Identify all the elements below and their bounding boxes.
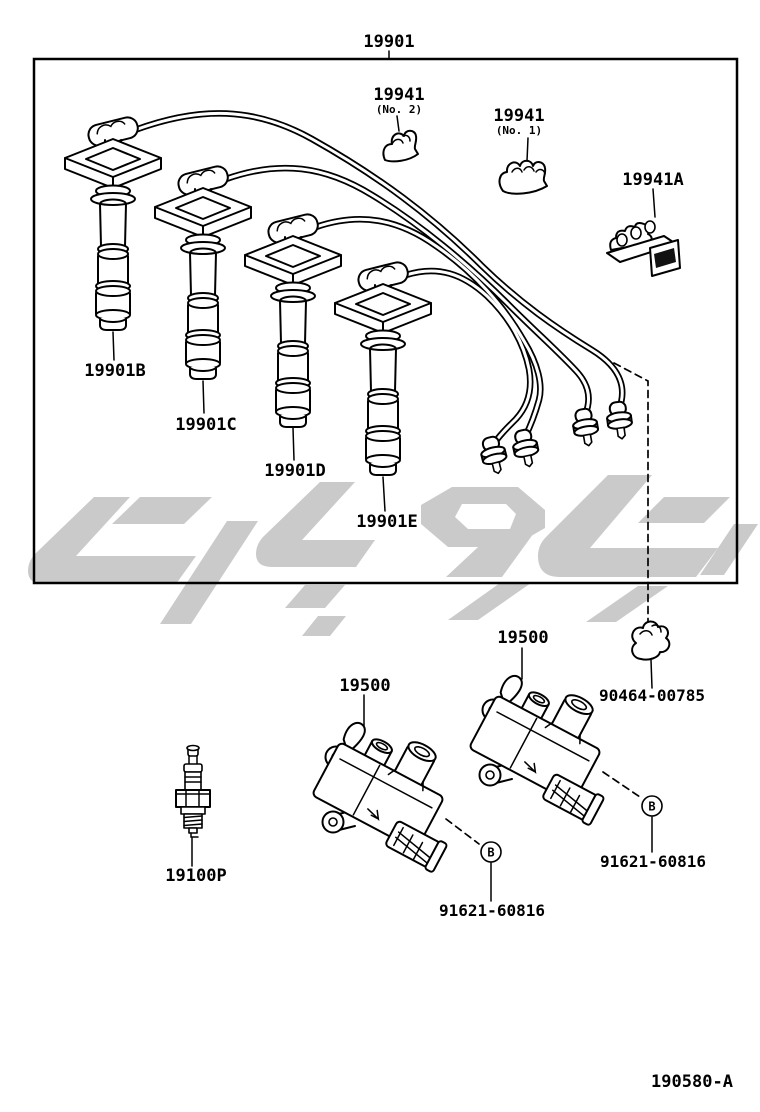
label-bolt-front: 91621-60816: [439, 901, 545, 920]
label-clamp-no2-note: (No. 2): [376, 103, 422, 116]
label-clamp-no1: 19941: [493, 106, 544, 126]
harness-clamp-part: [631, 620, 671, 661]
label-clamp-no2: 19941: [373, 85, 424, 105]
label-coil-rear: 19500: [497, 628, 548, 648]
leader-lines: [112, 50, 656, 902]
wire-set-boundary-box: [32, 57, 739, 585]
wire-terminal-4: [604, 399, 635, 442]
spark-plug-wires: [131, 110, 626, 448]
clamp-no1-part: [498, 159, 548, 195]
label-harness-clamp: 90464-00785: [599, 686, 705, 705]
label-spark-plug: 19100P: [165, 866, 226, 886]
label-plug-wire-3: 19901D: [264, 461, 325, 481]
label-wire-set: 19901: [363, 32, 414, 52]
ignition-coil-left: [305, 708, 485, 874]
wire-terminal-1: [476, 433, 511, 478]
spark-plug-part: [175, 744, 211, 838]
bolt-marker-left-letter: B: [487, 846, 494, 860]
drawing-number: 190580-A: [651, 1072, 733, 1092]
label-clamp-bracket: 19941A: [622, 170, 683, 190]
bolt-marker-right-letter: B: [648, 800, 655, 814]
label-coil-front: 19500: [339, 676, 390, 696]
part-number-labels: 19901 19941 (No. 2) 19941 (No. 1) 19941A…: [84, 32, 733, 1092]
plug-wire-boot-1: [64, 114, 162, 331]
label-plug-wire-1: 19901B: [84, 361, 145, 381]
plug-wire-boot-3: [244, 211, 342, 428]
clamp-bracket-part: [606, 220, 681, 277]
label-plug-wire-2: 19901C: [175, 415, 236, 435]
bolt-marker-left: B: [480, 841, 502, 863]
wire-terminal-3: [569, 406, 602, 449]
label-bolt-rear: 91621-60816: [600, 852, 706, 871]
clamp-no2-part: [382, 129, 419, 163]
bolt-marker-right: B: [641, 795, 663, 817]
plug-wire-boot-4: [334, 259, 432, 476]
dashed-links: [445, 362, 649, 845]
wire-terminal-2: [509, 426, 543, 471]
label-clamp-no1-note: (No. 1): [496, 124, 542, 137]
watermark: [28, 475, 758, 636]
label-plug-wire-4: 19901E: [356, 512, 417, 532]
plug-wire-boot-2: [154, 163, 252, 380]
